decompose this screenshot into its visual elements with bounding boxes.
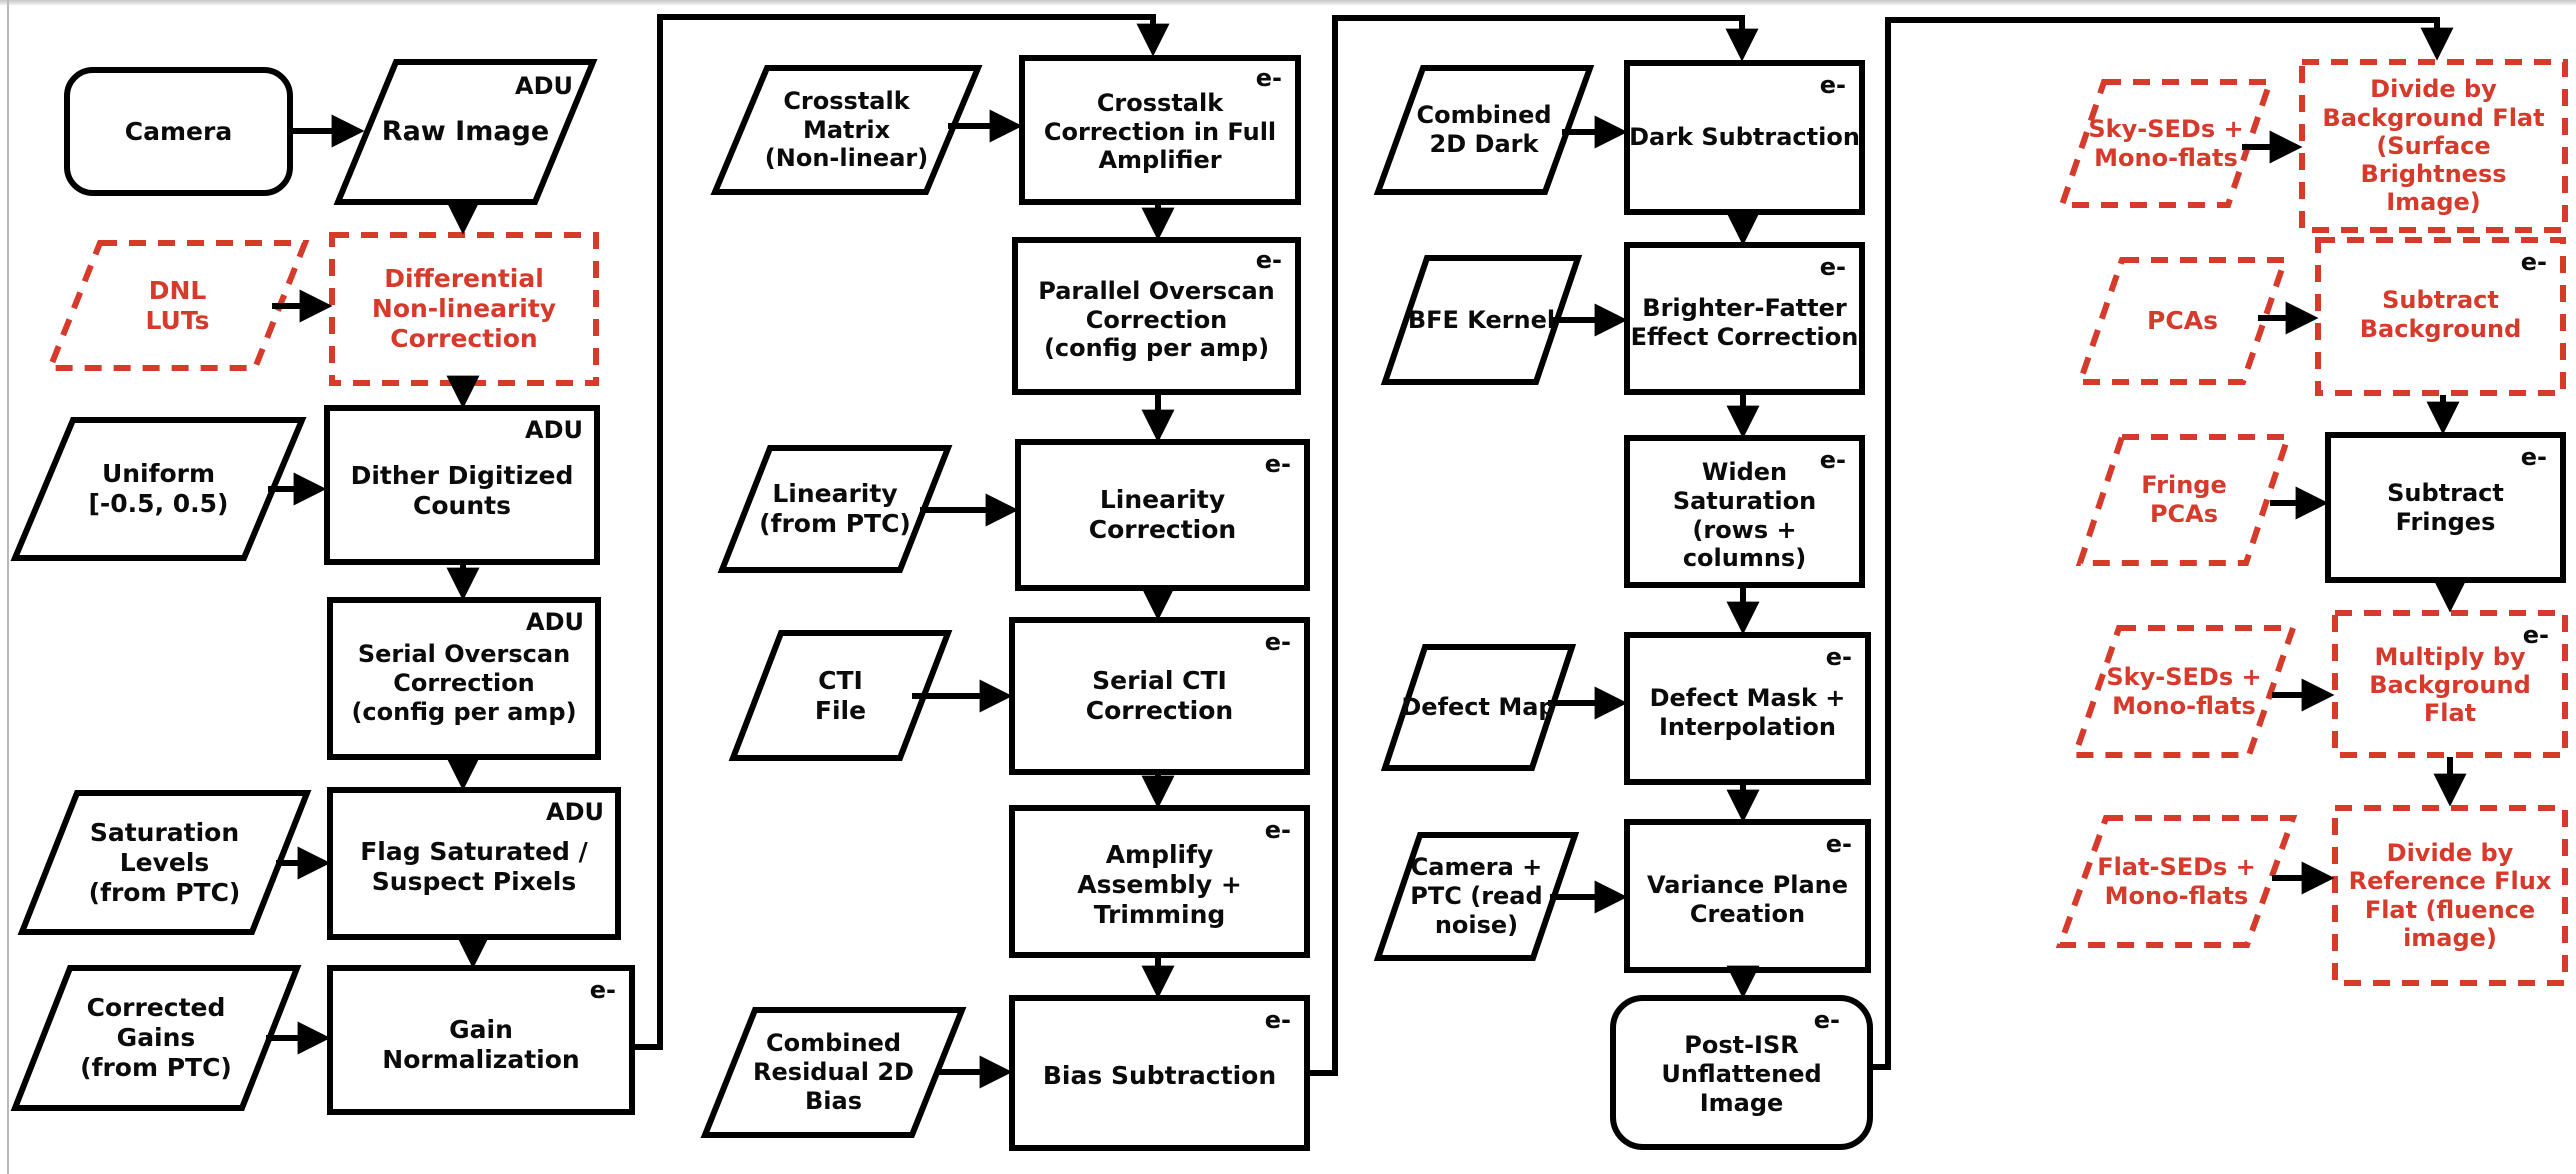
shape-post-isr: [1610, 995, 1873, 1150]
connector-gain-to-crosstalk: [632, 14, 1170, 1050]
shape-pcas: [2075, 257, 2290, 385]
shape-sky-seds-1: [2057, 79, 2275, 208]
shape-bfe-kernel: [1380, 255, 1583, 385]
shape-combined-residual-bias: [700, 1007, 967, 1138]
shape-cti-file: [728, 630, 953, 761]
shape-serial-cti: [1009, 617, 1310, 775]
window-left-edge: [7, 0, 9, 1174]
shape-bfe-correction: [1624, 242, 1865, 395]
shape-linearity-correction: [1015, 439, 1310, 591]
shape-dnl-luts: [45, 240, 310, 371]
shape-defect-map: [1380, 644, 1577, 771]
window-top-edge: [0, 0, 2576, 5]
shape-camera-ptc: [1373, 832, 1580, 961]
shape-bias-subtraction: [1009, 995, 1310, 1151]
shape-gain-normalization: [327, 965, 635, 1115]
shape-divide-background-flat: [2299, 59, 2568, 233]
shape-linearity-input: [717, 445, 953, 573]
shape-defect-mask: [1624, 632, 1871, 785]
connector-bias-to-dark: [1307, 15, 1759, 1076]
shape-serial-overscan: [327, 597, 601, 760]
shape-uniform: [10, 417, 307, 561]
shape-crosstalk-correction: [1019, 55, 1301, 205]
shape-variance-plane: [1624, 819, 1871, 973]
shape-subtract-fringes: [2325, 432, 2566, 583]
shape-flat-seds: [2055, 815, 2298, 948]
shape-raw-image: [333, 59, 598, 205]
shape-dither: [324, 405, 600, 565]
connector-postisr-to-divide: [1870, 17, 2454, 1070]
shape-dark-subtraction: [1624, 60, 1865, 215]
flow-arrows: [266, 14, 2467, 1089]
shape-subtract-background: [2315, 237, 2566, 396]
shape-dnl-correction: [329, 232, 599, 386]
shape-divide-reference-flat: [2332, 805, 2568, 986]
shape-amplify-assembly: [1009, 805, 1310, 958]
shape-widen-saturation: [1624, 435, 1865, 588]
shape-corrected-gains: [10, 965, 302, 1111]
shape-camera: [64, 67, 293, 196]
shape-parallel-overscan: [1012, 237, 1301, 395]
shape-multiply-background-flat: [2332, 610, 2568, 758]
shape-flag-saturated: [327, 787, 621, 940]
shape-crosstalk-matrix: [710, 65, 983, 195]
shape-combined-2d-dark: [1373, 65, 1595, 195]
shape-saturation-levels: [17, 790, 312, 935]
shape-sky-seds-2: [2070, 625, 2298, 758]
shape-fringe-pcas: [2075, 434, 2293, 566]
